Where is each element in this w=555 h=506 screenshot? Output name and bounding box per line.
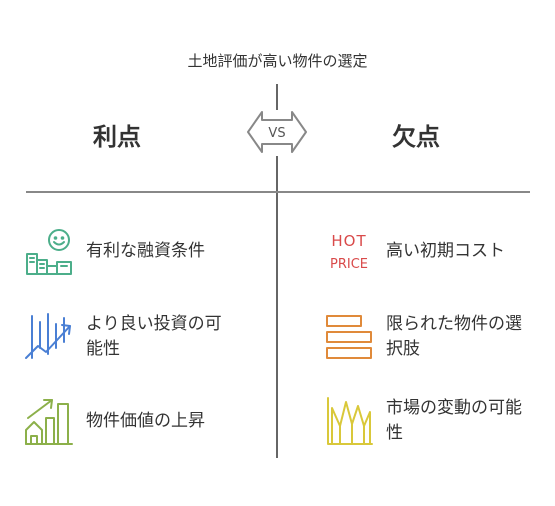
- house-rising-value-icon: [25, 399, 73, 445]
- pros-item-3-text: 物件価値の上昇: [86, 410, 205, 431]
- pros-item-2: より良い投資の可能性: [24, 312, 236, 362]
- cons-item-3: 市場の変動の可能性: [324, 396, 536, 446]
- cons-item-2-text: 限られた物件の選択肢: [386, 314, 522, 359]
- cons-header: 欠点: [392, 123, 440, 151]
- vs-badge: VS: [247, 111, 307, 153]
- header-divider: [26, 191, 530, 193]
- cons-item-1: HOT PRICE 高い初期コスト: [324, 226, 536, 276]
- pros-item-2-text: より良い投資の可能性: [86, 314, 222, 359]
- hot-label: HOT: [331, 232, 366, 250]
- cons-item-1-text: 高い初期コスト: [386, 240, 505, 261]
- cons-item-2: 限られた物件の選択肢: [324, 312, 536, 362]
- pros-item-3: 物件価値の上昇: [24, 396, 236, 446]
- pros-header: 利点: [93, 123, 141, 151]
- cons-item-3-text: 市場の変動の可能性: [386, 398, 522, 443]
- growth-chart-icon: [25, 313, 71, 359]
- price-label: PRICE: [330, 257, 368, 272]
- hot-price-icon: HOT PRICE: [330, 232, 368, 272]
- limited-options-icon: [326, 315, 372, 359]
- center-divider-bottom: [276, 156, 278, 458]
- pros-item-1-text: 有利な融資条件: [86, 240, 205, 261]
- vs-label: VS: [268, 126, 285, 141]
- market-fluctuation-icon: [327, 397, 373, 445]
- diagram-title: 土地評価が高い物件の選定: [187, 52, 368, 70]
- center-divider-top: [276, 84, 278, 110]
- pros-item-1: 有利な融資条件: [24, 226, 236, 276]
- happy-money-icon: [26, 229, 72, 275]
